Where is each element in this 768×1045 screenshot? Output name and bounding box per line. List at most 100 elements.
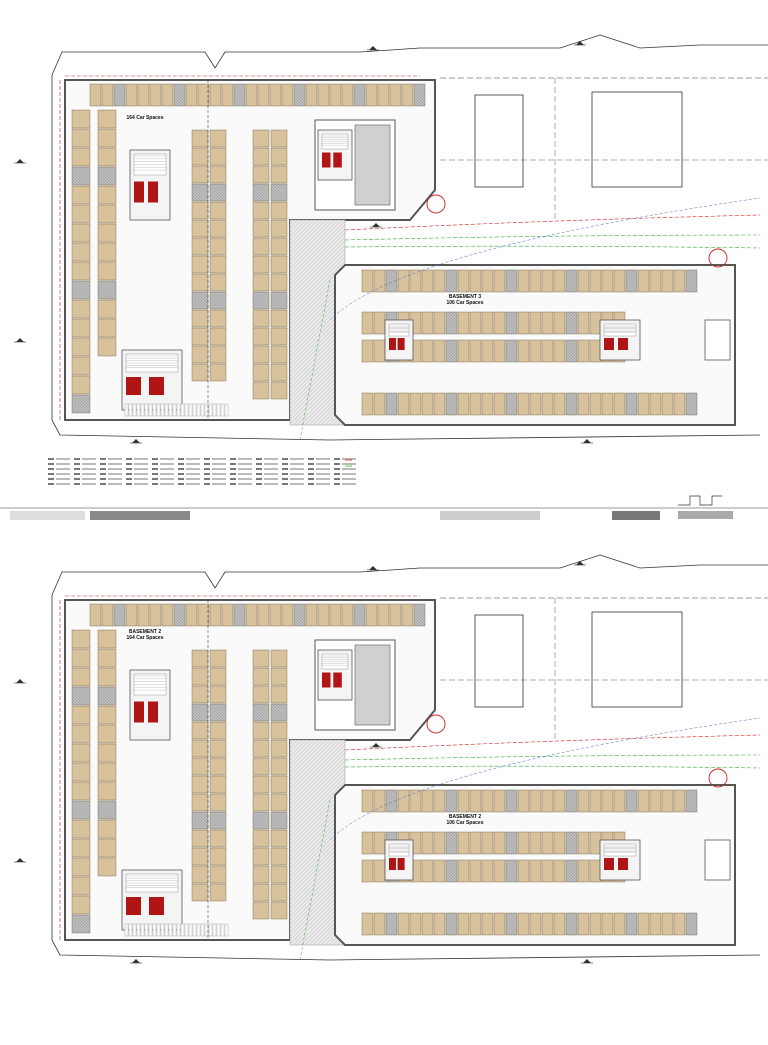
bay-hatch <box>385 805 393 813</box>
bay-hatch <box>418 83 426 91</box>
bay-hatch <box>97 812 105 820</box>
legend-code <box>256 458 262 460</box>
bay-hatch <box>222 183 227 188</box>
bike-rack <box>164 403 169 417</box>
parking-bay <box>191 703 209 722</box>
bay-hatch <box>209 813 226 830</box>
parking-bay <box>685 269 698 293</box>
parking-bay <box>71 857 91 877</box>
bay-hatch <box>445 841 458 854</box>
bay-hatch <box>219 291 227 299</box>
site-boundary-lower <box>51 75 761 441</box>
bay-hatch <box>252 711 263 722</box>
bay-hatch <box>113 622 118 627</box>
ramp-hatch <box>289 219 307 237</box>
bay-hatch <box>97 172 111 186</box>
bay-hatch <box>358 83 366 91</box>
bay-hatch <box>106 280 117 291</box>
parking-bay <box>137 83 150 107</box>
parking-bay <box>457 392 470 416</box>
bay-hatch <box>513 392 518 397</box>
section-arrowhead <box>576 561 584 565</box>
parking-bay <box>161 603 174 627</box>
bay-hatch <box>445 931 450 936</box>
bay-hatch <box>97 701 102 706</box>
parking-bay <box>565 789 578 813</box>
parking-bay <box>685 912 698 936</box>
bay-hatch <box>565 860 578 873</box>
bay-hatch <box>274 183 288 197</box>
section-marker-icon <box>14 338 26 343</box>
bike-rack <box>124 923 129 937</box>
bay-hatch <box>192 703 209 720</box>
bay-hatch <box>178 603 186 611</box>
bay-hatch <box>301 83 306 88</box>
parking-bay <box>481 269 494 293</box>
ramp-hatch <box>289 219 315 245</box>
bay-hatch <box>567 831 578 842</box>
bay-hatch <box>233 84 246 97</box>
bike-rack <box>172 403 177 417</box>
bay-hatch <box>71 686 91 706</box>
bay-hatch <box>687 912 698 923</box>
bay-hatch <box>565 799 578 812</box>
bay-hatch <box>277 291 288 302</box>
parking-bay <box>481 339 494 363</box>
bay-hatch <box>100 280 117 297</box>
parking-bay <box>661 789 674 813</box>
parking-bay <box>191 739 209 758</box>
parking-bay <box>209 291 227 310</box>
bay-hatch <box>209 711 220 722</box>
legend-code <box>74 483 80 485</box>
bay-hatch <box>565 844 576 855</box>
parking-bay <box>191 237 209 256</box>
parking-bay <box>89 603 102 627</box>
parking-bay <box>541 831 554 855</box>
bay-hatch <box>71 280 91 300</box>
bay-hatch <box>252 708 266 722</box>
parking-bay <box>97 648 117 668</box>
bay-hatch <box>445 405 456 416</box>
bay-hatch <box>113 610 126 623</box>
parking-bay <box>361 269 374 293</box>
revision-notes <box>440 511 540 527</box>
ramp-hatch <box>289 748 346 805</box>
bay-hatch <box>567 912 578 923</box>
bay-hatch <box>233 619 241 627</box>
bay-hatch <box>106 800 117 811</box>
bay-hatch <box>507 789 518 800</box>
bay-hatch <box>191 714 199 722</box>
bay-hatch <box>565 282 576 293</box>
parking-bay <box>625 912 638 936</box>
bay-hatch <box>86 800 91 805</box>
bay-hatch <box>103 800 117 814</box>
bike-rack <box>208 923 213 937</box>
bay-hatch <box>447 789 458 800</box>
bay-hatch <box>415 603 426 614</box>
legend-code <box>230 473 236 475</box>
bay-hatch <box>513 831 518 836</box>
bay-hatch <box>567 392 578 403</box>
parking-bay <box>505 339 518 363</box>
parking-bay <box>281 83 294 107</box>
legend-code <box>48 473 54 475</box>
parking-bay <box>270 327 288 346</box>
parking-bay <box>565 269 578 293</box>
parking-bay <box>389 83 402 107</box>
lift-core <box>149 377 164 395</box>
bay-hatch <box>505 847 513 855</box>
bay-hatch <box>71 920 85 934</box>
bay-hatch <box>71 175 82 186</box>
legend-text <box>56 483 70 485</box>
legend-text <box>134 473 148 475</box>
parking-bay <box>397 789 410 813</box>
bay-hatch <box>97 178 105 186</box>
bay-hatch <box>353 616 364 627</box>
bay-hatch <box>505 841 518 854</box>
bay-hatch <box>97 283 114 300</box>
legend-code <box>152 483 158 485</box>
parking-bay <box>173 603 186 627</box>
bay-hatch <box>385 288 390 293</box>
bay-hatch <box>283 291 288 296</box>
bay-hatch <box>113 99 121 107</box>
